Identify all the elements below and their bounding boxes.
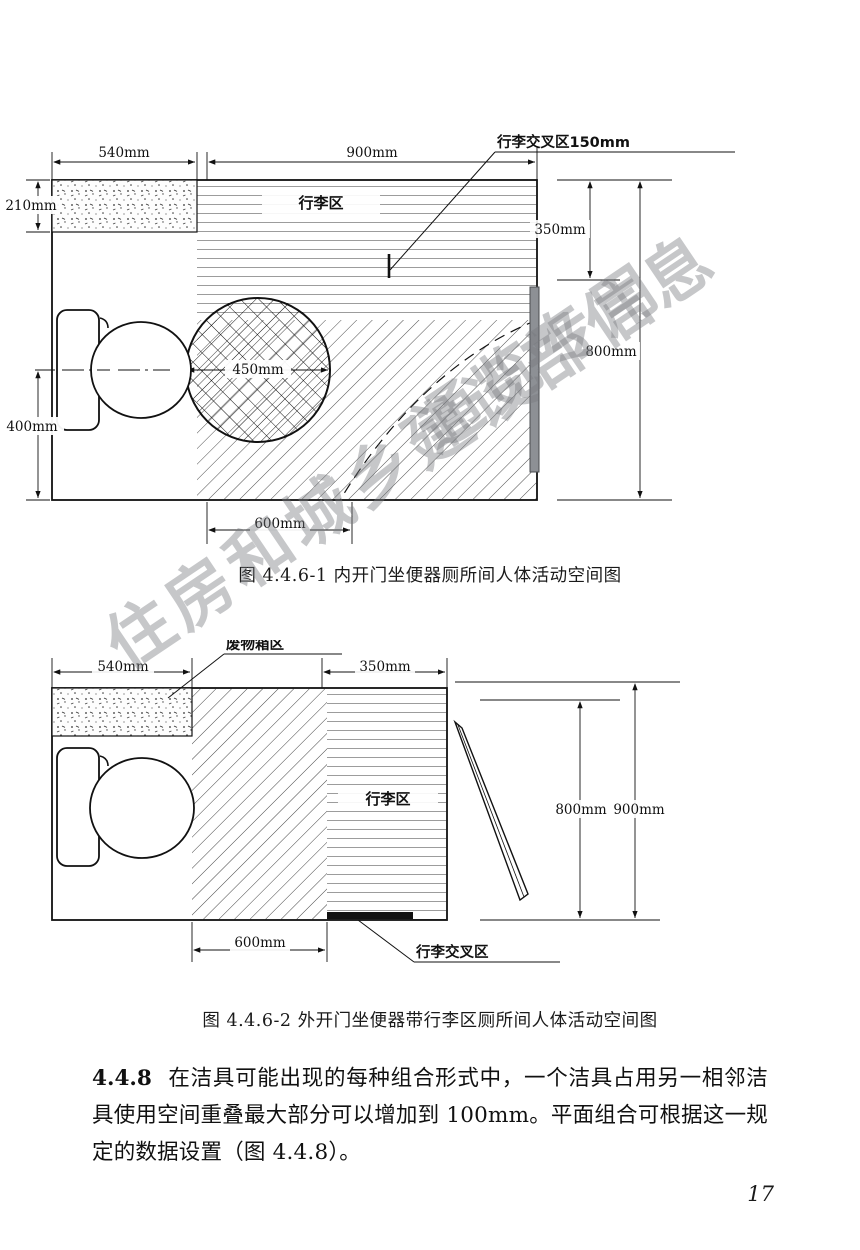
- callout-cross-zone-2: 行李交叉区: [357, 919, 560, 963]
- dimension-210mm-left-label: 210mm: [5, 198, 57, 214]
- door-leaf-2: [453, 719, 529, 902]
- luggage-zone-label-2: 行李区: [364, 790, 410, 808]
- door-leaf: [529, 286, 540, 473]
- figure-2-caption: 图 4.4.6-2 外开门坐便器带行李区厕所间人体活动空间图: [202, 1011, 658, 1031]
- figure-2-drawing: 540mm 350mm 废物箱区: [51, 635, 680, 963]
- dimension-600mm-bottom-2-label: 600mm: [234, 935, 286, 951]
- callout-waste-bin-zone-label: 废物箱区: [226, 640, 284, 653]
- dimension-800mm-right-label: 800mm: [585, 344, 637, 360]
- callout-cross-zone: 行李交叉区150mm: [387, 133, 735, 278]
- callout-cross-zone-2-label: 行李交叉区: [415, 943, 489, 961]
- toilet-flush-handle: [99, 317, 109, 329]
- dimension-450mm-label: 450mm: [232, 362, 284, 378]
- figure-4-4-6-2: 540mm 350mm 废物箱区: [0, 635, 860, 980]
- dimension-600mm-bottom-label: 600mm: [254, 516, 306, 532]
- toilet-fixture: [35, 309, 192, 431]
- luggage-zone-label: 行李区: [297, 194, 343, 212]
- dimension-900mm-top-label: 900mm: [346, 145, 398, 161]
- toilet-fixture-2: [56, 747, 195, 867]
- dimension-350mm-top-2: 350mm: [321, 658, 448, 692]
- dimension-800mm-right: 800mm: [557, 179, 672, 501]
- dimension-900mm-right-2: 900mm: [455, 681, 680, 918]
- figure-1-drawing: 540mm 900mm 行李区: [2, 133, 735, 544]
- figure-4-4-6-1: 540mm 900mm 行李区: [0, 132, 860, 562]
- clear-zone-hatch-2: [192, 688, 327, 920]
- dimension-540mm-top-2: 540mm: [51, 658, 193, 692]
- waste-bin-zone-box: [51, 179, 198, 233]
- dimension-350mm-top-2-label: 350mm: [359, 659, 411, 675]
- dimension-800mm-right-2: 800mm: [480, 699, 660, 921]
- toilet-bowl-2: [89, 757, 195, 859]
- dimension-900mm-right-2-label: 900mm: [613, 802, 665, 818]
- page-number: 17: [747, 1182, 774, 1206]
- luggage-zone-label-bg: [262, 192, 380, 214]
- dimension-540mm-top: 540mm: [51, 145, 198, 184]
- clause-body: 在洁具可能出现的每种组合形式中，一个洁具占用另一相邻洁具使用空间重叠最大部分可以…: [92, 1066, 768, 1165]
- dimension-800mm-right-2-label: 800mm: [555, 802, 607, 818]
- callout-cross-zone-label: 行李交叉区150mm: [496, 133, 630, 151]
- dimension-400mm-left-label: 400mm: [6, 419, 58, 435]
- toilet-flush-handle-2: [99, 755, 109, 767]
- dimension-900mm-top: 900mm: [206, 145, 538, 184]
- dimension-600mm-bottom-2: 600mm: [191, 922, 328, 962]
- figure-1-caption: 图 4.4.6-1 内开门坐便器厕所间人体活动空间图: [238, 566, 622, 586]
- dimension-400mm-left: 400mm: [2, 371, 64, 501]
- dimension-350mm-right: 350mm: [530, 179, 620, 281]
- dimension-540mm-top-2-label: 540mm: [97, 659, 149, 675]
- dimension-540mm-top-label: 540mm: [98, 145, 150, 161]
- luggage-zone-label-bg-2: [338, 788, 438, 810]
- callout-waste-bin-zone: 废物箱区: [167, 635, 342, 699]
- dimension-450mm: 450mm: [187, 360, 328, 378]
- dimension-350mm-right-label: 350mm: [534, 222, 586, 238]
- waste-bin-zone-box-2: [51, 687, 193, 737]
- clause-number: 4.4.8: [92, 1066, 152, 1091]
- cross-zone-bar: [327, 912, 413, 919]
- dimension-600mm-bottom: 600mm: [206, 502, 353, 544]
- dimension-210mm-left: 210mm: [2, 179, 60, 233]
- door-swing-arc: [339, 319, 538, 501]
